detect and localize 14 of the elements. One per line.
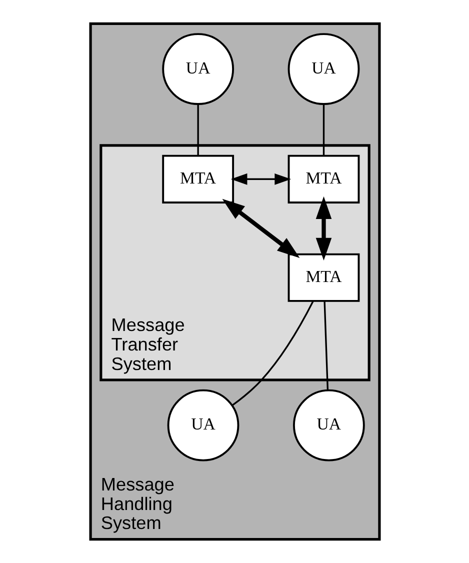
node-circle: UA [292,389,364,462]
arrow [230,173,291,185]
node-box: MTA [162,154,234,204]
connector [322,104,324,156]
arrow [315,196,332,260]
node-box: MTA [287,154,360,204]
node-circle: UA [287,33,360,105]
node-box: MTA [287,253,360,302]
node-circle: UA [166,389,239,462]
connector [323,300,328,390]
arrow [222,198,300,258]
connector [196,104,198,156]
node-circle: UA [162,33,234,105]
connector [231,300,314,406]
